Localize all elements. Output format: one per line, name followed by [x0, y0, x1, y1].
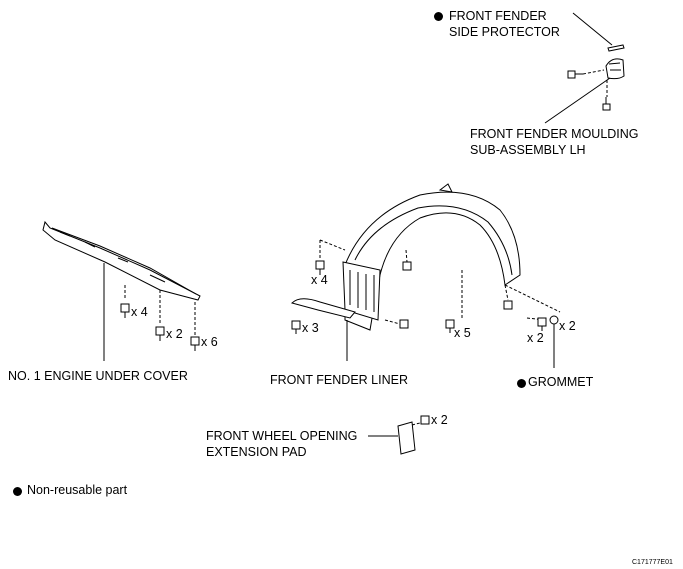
liner-screw-upper — [402, 261, 412, 271]
grommet-part — [549, 315, 559, 368]
extension-pad-part — [368, 421, 421, 455]
qty-cover-bolt: x 6 — [201, 335, 218, 349]
grommet-label: GROMMET — [528, 375, 594, 389]
moulding-screw-left — [567, 70, 583, 79]
cover-clip — [155, 326, 165, 341]
figure-code: C171777E01 — [632, 559, 673, 566]
fender-moulding-part — [544, 58, 625, 124]
side-protector-label-line2: SIDE PROTECTOR — [449, 25, 560, 39]
engine-under-cover-part — [42, 220, 201, 361]
liner-screw-top — [315, 260, 325, 275]
qty-liner-screw-left: x 3 — [302, 321, 319, 335]
liner-screw-center — [399, 319, 409, 329]
qty-pad-clip: x 2 — [431, 413, 448, 427]
cover-bolt — [190, 336, 200, 351]
liner-screw-left — [291, 320, 301, 334]
moulding-screw-bottom — [602, 97, 611, 111]
grommet-marker-icon — [517, 379, 526, 388]
qty-cover-clip: x 2 — [166, 327, 183, 341]
engine-under-cover-label: NO. 1 ENGINE UNDER COVER — [8, 369, 188, 383]
moulding-label-line2: SUB-ASSEMBLY LH — [470, 143, 586, 157]
qty-grommet: x 2 — [559, 319, 576, 333]
grommet-screw — [537, 317, 547, 331]
cover-screw — [120, 303, 130, 318]
qty-cover-screw: x 4 — [131, 305, 148, 319]
qty-liner-screw-mid: x 5 — [454, 326, 471, 340]
qty-grommet-screw: x 2 — [527, 331, 544, 345]
liner-screw-right — [503, 300, 513, 310]
side-protector-label-line1: FRONT FENDER — [449, 9, 547, 23]
side-protector-part — [572, 12, 625, 52]
extension-pad-label-line1: FRONT WHEEL OPENING — [206, 429, 358, 443]
non-reusable-marker-icon — [434, 12, 443, 21]
fender-liner-part — [291, 183, 561, 361]
extension-pad-label-line2: EXTENSION PAD — [206, 445, 307, 459]
qty-liner-screw-top: x 4 — [311, 273, 328, 287]
pad-clip — [420, 415, 430, 425]
fender-liner-label: FRONT FENDER LINER — [270, 373, 408, 387]
liner-screw-mid — [445, 319, 455, 333]
legend-label: Non-reusable part — [27, 483, 128, 497]
legend-marker-icon — [13, 487, 22, 496]
moulding-label-line1: FRONT FENDER MOULDING — [470, 127, 639, 141]
